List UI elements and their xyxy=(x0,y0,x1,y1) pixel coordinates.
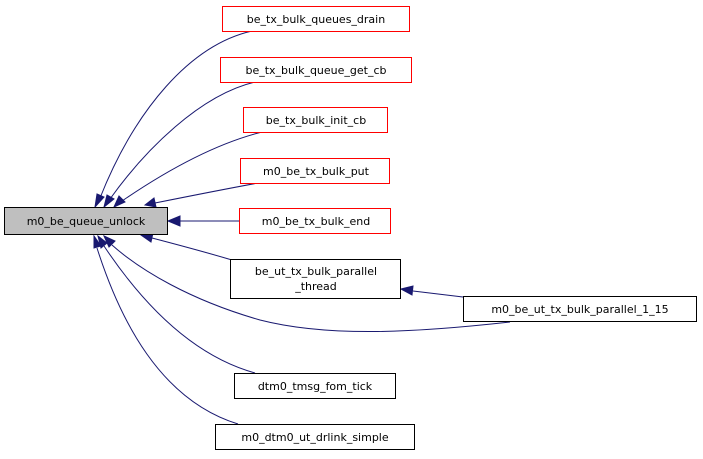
node-label: m0_dtm0_ut_drlink_simple xyxy=(241,431,389,444)
node-label: be_tx_bulk_queue_get_cb xyxy=(245,64,386,77)
node-box xyxy=(239,208,391,234)
node-dtm0-tmsg-fom-tick[interactable]: dtm0_tmsg_fom_tick xyxy=(234,373,396,399)
edge-queues-drain-to-main xyxy=(99,30,253,199)
node-be-tx-bulk-queues-drain[interactable]: be_tx_bulk_queues_drain xyxy=(222,6,410,32)
node-main[interactable]: m0_be_queue_unlock xyxy=(4,207,168,235)
node-box xyxy=(215,424,415,450)
edge-parallel-thread-to-main xyxy=(151,237,233,261)
arrowhead-icon xyxy=(94,193,105,209)
arrowhead-icon xyxy=(112,195,126,209)
node-box xyxy=(243,107,388,133)
node-label: be_tx_bulk_init_cb xyxy=(266,114,366,127)
edges xyxy=(93,30,511,425)
arrowhead-icon xyxy=(93,234,102,249)
node-label: be_tx_bulk_queues_drain xyxy=(247,13,385,26)
node-m0-dtm0-ut-drlink-simple[interactable]: m0_dtm0_ut_drlink_simple xyxy=(215,424,415,450)
node-label: m0_be_tx_bulk_put xyxy=(263,165,370,178)
node-label-line-1: be_ut_tx_bulk_parallel xyxy=(255,265,377,278)
node-label: dtm0_tmsg_fom_tick xyxy=(258,380,373,393)
arrowhead-icon xyxy=(399,285,414,296)
main-node-label: m0_be_queue_unlock xyxy=(27,215,146,228)
node-m0-be-tx-bulk-end[interactable]: m0_be_tx_bulk_end xyxy=(239,208,391,234)
main-node-box xyxy=(4,207,168,235)
node-be-ut-tx-bulk-parallel-thread[interactable]: be_ut_tx_bulk_parallel _thread xyxy=(230,259,401,299)
edge-fom-tick-to-main xyxy=(103,245,256,374)
edge-queue-get-cb-to-main xyxy=(109,81,256,200)
node-be-tx-bulk-queue-get-cb[interactable]: be_tx_bulk_queue_get_cb xyxy=(220,57,412,83)
node-m0-be-ut-tx-bulk-parallel-1-15[interactable]: m0_be_ut_tx_bulk_parallel_1_15 xyxy=(463,296,697,322)
edge-parallel-1-15-to-main xyxy=(111,244,511,333)
node-box xyxy=(230,259,401,299)
node-be-tx-bulk-init-cb[interactable]: be_tx_bulk_init_cb xyxy=(243,107,388,133)
node-m0-be-tx-bulk-put[interactable]: m0_be_tx_bulk_put xyxy=(240,158,390,184)
edge-drlink-simple-to-main xyxy=(96,247,239,425)
edge-bulk-put-to-main xyxy=(154,182,259,204)
node-box xyxy=(240,158,390,184)
edge-parallel-1-15-to-thread xyxy=(412,290,464,298)
arrowhead-icon xyxy=(102,234,116,248)
node-box xyxy=(234,373,396,399)
edge-init-cb-to-main xyxy=(121,131,263,202)
node-box xyxy=(222,6,410,32)
arrowhead-icon xyxy=(143,197,157,208)
arrowhead-icon xyxy=(103,194,115,209)
arrowhead-icon xyxy=(166,215,181,227)
node-label-line-2: _thread xyxy=(294,280,337,293)
node-label: m0_be_tx_bulk_end xyxy=(262,215,370,228)
node-box xyxy=(463,296,697,322)
node-box xyxy=(220,57,412,83)
node-label: m0_be_ut_tx_bulk_parallel_1_15 xyxy=(491,303,668,316)
